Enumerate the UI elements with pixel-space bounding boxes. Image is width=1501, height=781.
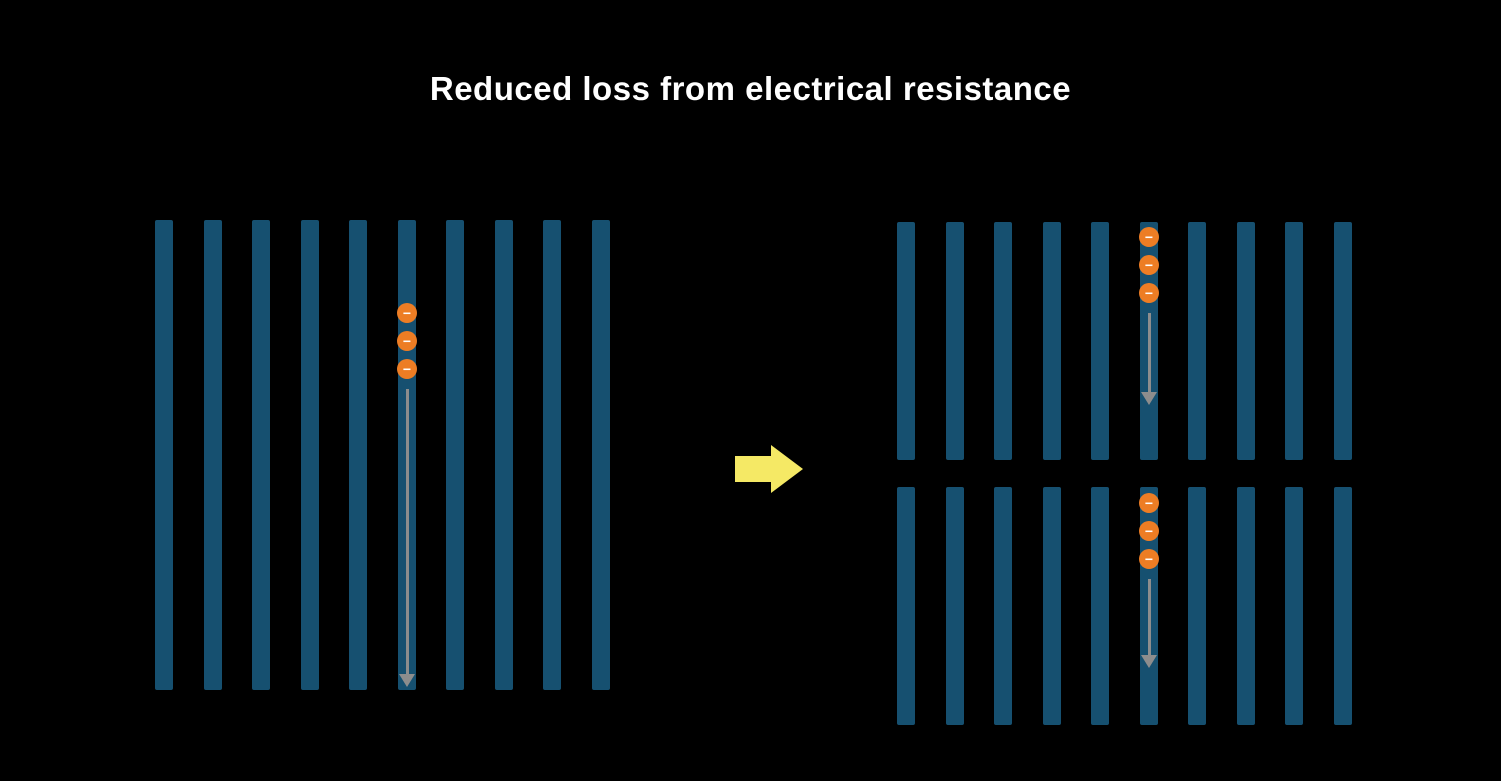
conductor-bar (1188, 222, 1207, 460)
conductor-bar (1333, 222, 1352, 460)
conductor-bar (1236, 487, 1255, 725)
conductor-bar (1091, 222, 1110, 460)
electron-stack: − − − (1139, 227, 1159, 311)
conductor-bar (252, 220, 271, 690)
conductor-bar (349, 220, 368, 690)
electron-flow-left: − − − (395, 303, 419, 687)
conductor-bar (591, 220, 610, 690)
conductor-bar (994, 487, 1013, 725)
right-arrow-icon (735, 445, 803, 493)
electron-icon: − (1139, 521, 1159, 541)
conductor-bar (1042, 487, 1061, 725)
electron-icon: − (397, 359, 417, 379)
busbar-group-right-bottom (897, 487, 1352, 725)
flow-arrow-line (405, 389, 409, 674)
conductor-bar (1285, 487, 1304, 725)
electron-icon: − (1139, 493, 1159, 513)
flow-arrow-line (1147, 579, 1151, 655)
conductor-bar (945, 222, 964, 460)
conductor-bar (945, 487, 964, 725)
busbar-group-right-top (897, 222, 1352, 460)
electron-stack: − − − (1139, 493, 1159, 577)
conductor-bar (543, 220, 562, 690)
electron-flow-right-bottom: − − − (1137, 493, 1161, 668)
electron-icon: − (1139, 255, 1159, 275)
electron-icon: − (397, 331, 417, 351)
conductor-bar (1236, 222, 1255, 460)
electron-icon: − (397, 303, 417, 323)
flow-arrow-line (1147, 313, 1151, 392)
conductor-bar (494, 220, 513, 690)
electron-icon: − (1139, 283, 1159, 303)
electron-icon: − (1139, 549, 1159, 569)
conductor-bar (994, 222, 1013, 460)
flow-arrow-head-icon (1141, 655, 1157, 668)
diagram-title: Reduced loss from electrical resistance (429, 70, 1072, 107)
busbar-group-left (155, 220, 610, 690)
flow-arrow-head-icon (1141, 392, 1157, 405)
conductor-bar (1091, 487, 1110, 725)
electron-flow-right-top: − − − (1137, 227, 1161, 405)
conductor-bar (446, 220, 465, 690)
conductor-bar (300, 220, 319, 690)
flow-arrow-head-icon (399, 674, 415, 687)
conductor-bar (1042, 222, 1061, 460)
conductor-bar (1188, 487, 1207, 725)
electron-stack: − − − (397, 303, 417, 387)
conductor-bar (1333, 487, 1352, 725)
conductor-bar (1285, 222, 1304, 460)
conductor-bar (897, 222, 915, 460)
electron-icon: − (1139, 227, 1159, 247)
conductor-bar (203, 220, 222, 690)
conductor-bar (155, 220, 173, 690)
conductor-bar (897, 487, 915, 725)
